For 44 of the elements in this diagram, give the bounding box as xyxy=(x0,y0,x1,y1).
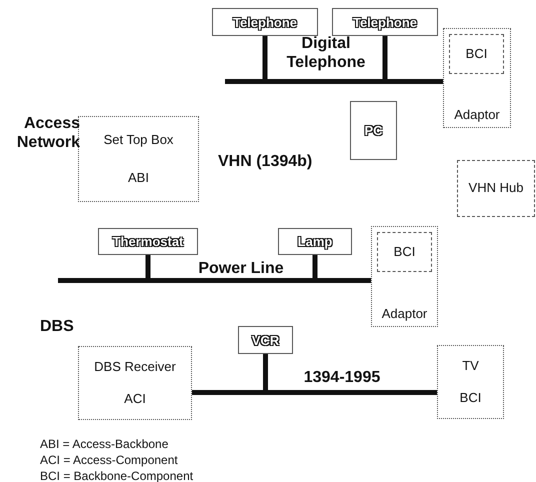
device-box xyxy=(350,101,397,160)
box-label: BCI xyxy=(460,390,482,406)
device-box xyxy=(238,326,293,354)
interface-box xyxy=(449,34,504,74)
unit-box xyxy=(443,28,511,128)
device-label: Lamp xyxy=(298,234,332,249)
unit-box xyxy=(78,346,192,420)
bus-label: Power Line xyxy=(197,259,285,278)
bus-stub xyxy=(263,354,268,390)
box-label: ACI xyxy=(124,392,146,406)
box-label: Adaptor xyxy=(382,307,428,322)
box-label: Set Top Box xyxy=(104,132,174,148)
device-label: Telephone xyxy=(232,14,298,30)
abbreviation-note: ACI = Access-Component xyxy=(40,452,179,468)
bus-stub xyxy=(146,255,150,278)
device-label: PC xyxy=(364,123,383,138)
unit-box xyxy=(457,160,535,217)
bus-stub xyxy=(262,36,268,79)
device-box xyxy=(212,8,318,36)
bus-label: 1394-1995 xyxy=(302,368,382,388)
box-label: ABI xyxy=(128,170,149,186)
bus-label: Digital Telephone xyxy=(286,34,366,72)
device-box xyxy=(278,228,352,255)
unit-box xyxy=(437,345,504,419)
device-box xyxy=(332,8,438,36)
device-box xyxy=(98,228,198,255)
bus-stub xyxy=(312,255,318,278)
box-label: Adaptor xyxy=(454,108,500,123)
device-label: Thermostat xyxy=(112,234,184,249)
unit-box xyxy=(78,116,199,202)
box-label: BCI xyxy=(466,46,488,62)
abbreviation-note: ABI = Access-Backbone xyxy=(40,436,170,452)
box-label: BCI xyxy=(394,244,416,260)
interface-box xyxy=(377,232,432,272)
device-label: VCR xyxy=(252,332,280,348)
device-label: Telephone xyxy=(352,14,418,30)
unit-box xyxy=(371,226,438,327)
section-label: VHN (1394b) xyxy=(218,152,314,172)
section-label: DBS xyxy=(40,317,75,336)
box-label: DBS Receiver xyxy=(94,360,176,374)
box-label: VHN Hub xyxy=(468,181,524,196)
box-label: TV xyxy=(462,358,479,374)
section-label: Access Network xyxy=(16,114,80,152)
bus-stub xyxy=(382,36,388,79)
